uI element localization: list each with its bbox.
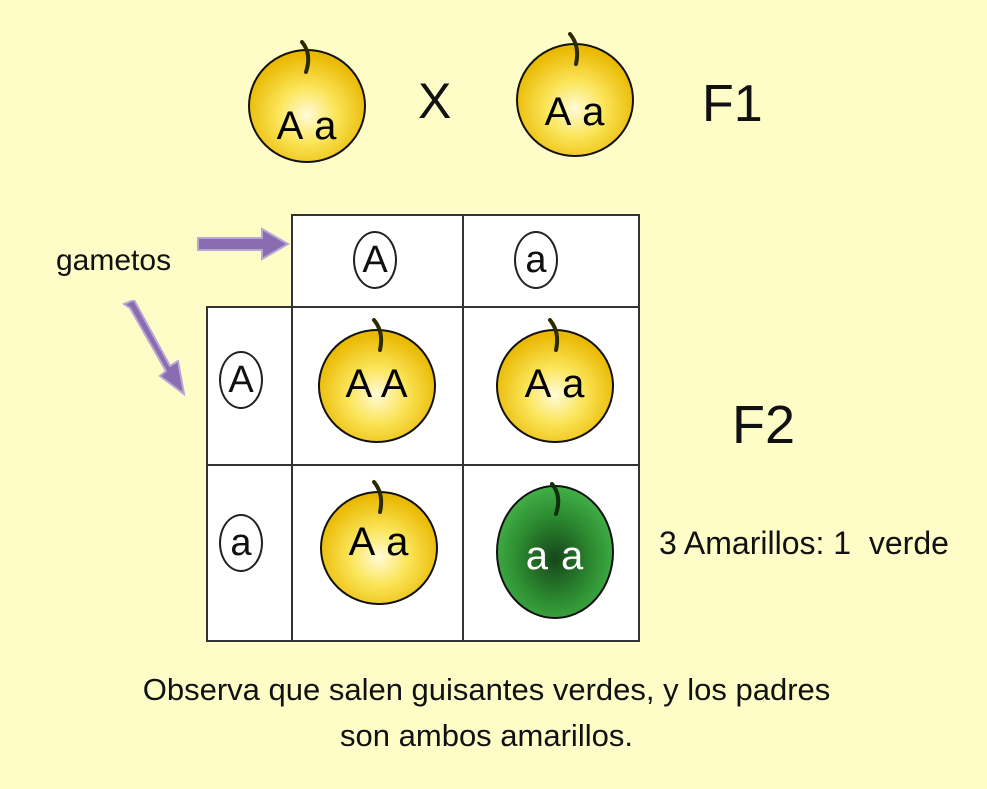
yellow-pea-icon: [516, 32, 634, 157]
caption-line-2: son ambos amarillos.: [340, 718, 633, 753]
yellow-pea-icon: [496, 318, 614, 443]
offspring-genotype: A a: [348, 520, 410, 564]
f2-label: F2: [732, 395, 796, 455]
gamete-side-a: a: [219, 514, 263, 572]
parent-right-genotype: A a: [544, 90, 606, 134]
offspring-genotype: A a: [524, 362, 586, 406]
yellow-pea-icon: [320, 480, 438, 605]
yellow-pea-icon: [248, 40, 366, 163]
parent-pea-right: A a: [514, 30, 636, 158]
gamete-side-A: A: [219, 351, 263, 409]
offspring-pea-Aa-2: A a: [318, 480, 440, 608]
offspring-pea-Aa-1: A a: [494, 318, 616, 446]
arrow-down-right-icon: [121, 300, 186, 397]
caption-line-1: Observa que salen guisantes verdes, y lo…: [142, 672, 831, 707]
gamete-top-a: a: [514, 231, 558, 289]
f1-label: F1: [702, 75, 763, 133]
cross-symbol: X: [418, 73, 452, 129]
gamete-top-A: A: [353, 231, 397, 289]
gametes-label: gametos: [56, 244, 172, 277]
arrow-right-icon: [197, 227, 291, 261]
parent-pea-left: A a: [246, 36, 368, 164]
offspring-genotype: A A: [345, 362, 409, 406]
offspring-pea-AA: A A: [316, 318, 438, 446]
parent-left-genotype: A a: [276, 104, 338, 148]
green-pea-icon: [496, 482, 614, 619]
ratio-text: 3 Amarillos: 1 verde: [659, 525, 949, 561]
yellow-pea-icon: [318, 318, 436, 443]
offspring-pea-aa: a a: [494, 480, 616, 620]
offspring-genotype: a a: [525, 534, 585, 578]
